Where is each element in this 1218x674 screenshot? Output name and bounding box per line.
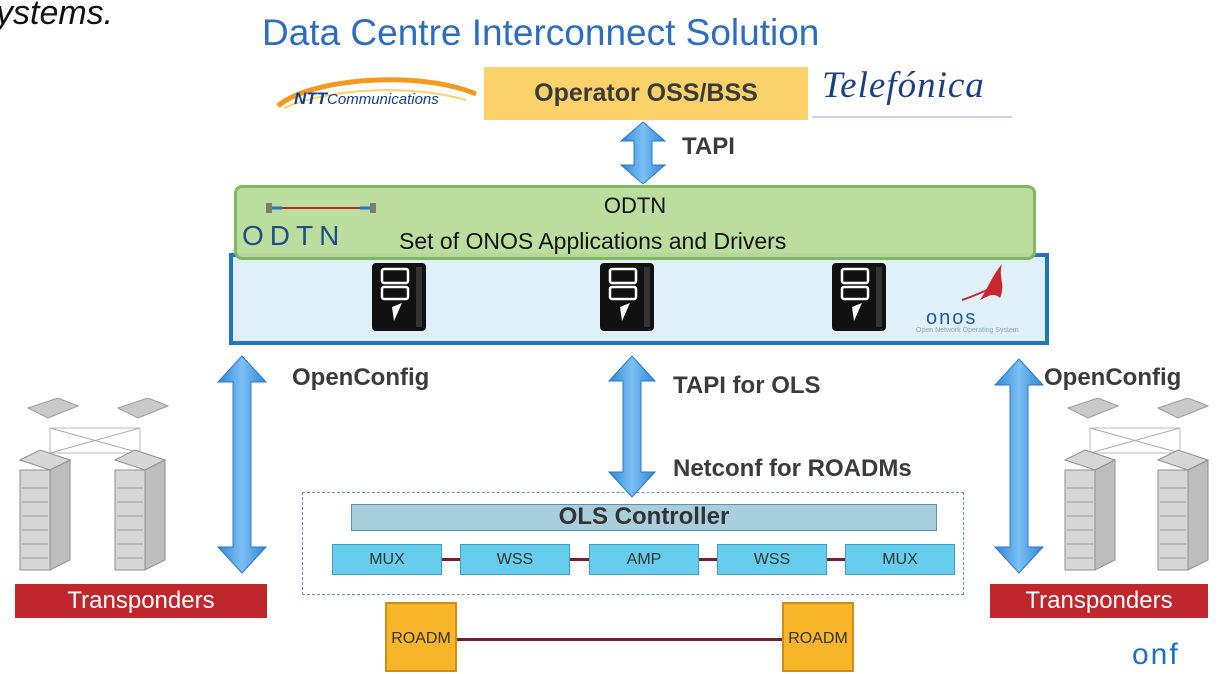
tapi-for-ols-label: TAPI for OLS: [673, 372, 821, 399]
onos-logo: onos: [926, 264, 1003, 328]
odtn-logo-text: ODTN: [242, 220, 345, 249]
ntt-logo-bold: NTT: [294, 89, 328, 108]
openconfig-right-arrow: [993, 358, 1045, 574]
amp-box: AMP: [589, 544, 699, 575]
left-servers-icon: [18, 398, 170, 571]
onos-server-icon-3: [832, 263, 886, 331]
onos-logo-text: onos: [926, 307, 977, 328]
tapi-ols-arrow: [607, 355, 657, 498]
onos-logo-subtitle: Open Network Operating System: [916, 327, 1019, 334]
ntt-communications-logo: [276, 77, 477, 109]
tapi-north-label: TAPI: [682, 133, 735, 160]
ols-link-1: [442, 558, 476, 561]
odtn-subtitle: Set of ONOS Applications and Drivers: [399, 228, 787, 254]
roadm-link: [456, 638, 782, 641]
ntt-logo-rest: Communications: [327, 91, 439, 108]
onos-server-icon-1: [372, 263, 426, 331]
openconfig-left-label: OpenConfig: [292, 364, 430, 391]
roadm-right: ROADM: [782, 602, 854, 672]
roadm-left: ROADM: [385, 602, 457, 672]
ntt-logo-text: NTTCommunications: [294, 89, 439, 109]
mux-box-left: MUX: [332, 544, 442, 575]
right-servers-icon: [1063, 398, 1210, 571]
ols-domain-frame: [302, 492, 964, 595]
ols-controller-box: [351, 504, 937, 531]
odtn-title: ODTN: [603, 193, 667, 218]
odtn-box: [234, 185, 1036, 260]
tapi-north-arrow: [619, 121, 667, 185]
onf-logo: onf: [1132, 640, 1180, 668]
ols-link-3: [699, 558, 733, 561]
ols-link-4: [827, 558, 861, 561]
ols-controller-label: OLS Controller: [558, 503, 730, 530]
openconfig-left-arrow: [216, 355, 268, 574]
operator-oss-bss-box: [484, 67, 808, 120]
ols-link-2: [570, 558, 604, 561]
transponders-right: Transponders: [990, 584, 1208, 618]
odtn-logo-fiber-icon: [266, 203, 376, 213]
netconf-for-roadms-label: Netconf for ROADMs: [673, 455, 912, 482]
wss-box-left: WSS: [460, 544, 570, 575]
transponders-left: Transponders: [15, 584, 267, 618]
wss-box-right: WSS: [717, 544, 827, 575]
onf-logo-text: onf: [1132, 640, 1180, 668]
onos-server-icon-2: [600, 263, 654, 331]
telefonica-logo: Telefónica: [822, 65, 985, 106]
mux-box-right: MUX: [845, 544, 955, 575]
slide-title: Data Centre Interconnect Solution: [262, 12, 820, 53]
operator-oss-bss-label: Operator OSS/BSS: [534, 79, 758, 107]
header-fragment-text: ystems.: [0, 0, 114, 32]
openconfig-right-label: OpenConfig: [1044, 364, 1182, 391]
telefonica-underline: [812, 116, 1012, 118]
odtn-logo: ODTN: [242, 203, 376, 249]
